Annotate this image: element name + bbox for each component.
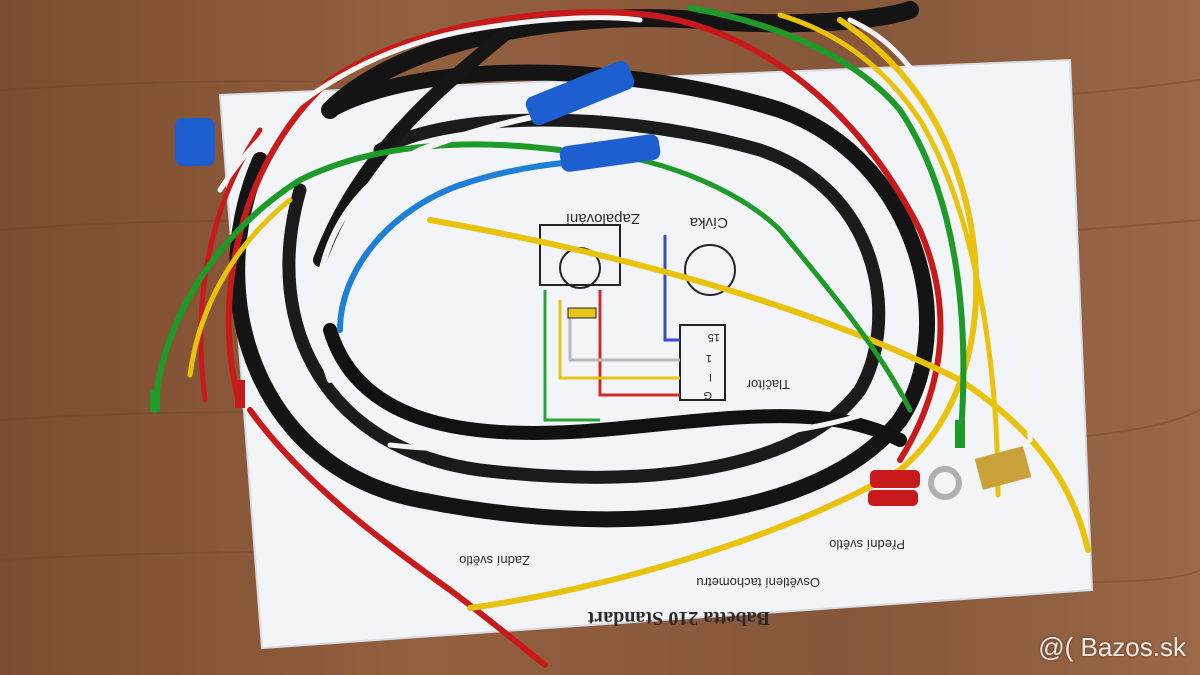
green-wire-right [687,5,967,448]
switch-terminals: 15 1 I G [703,331,720,401]
black-sleeve-inner [282,113,886,484]
terminal-g: G [703,389,712,401]
black-sleeve-lower [323,323,907,447]
connectors [150,60,1032,506]
paper-speedo-label: Osvětlení tachometru [696,575,820,590]
schematic [539,224,736,422]
red-wire-tail [247,407,548,668]
schematic-red-line [598,290,680,397]
coil-symbol [684,244,736,296]
ignition-symbol [539,224,621,286]
red-connector-2 [868,490,918,506]
blue-connector-mid [559,134,661,172]
paper-labels: Babetta 210 Standart Zapalování Cívka Tl… [459,210,905,629]
ring-terminal [928,466,962,500]
paper-switch-label: Tlačítor [746,377,790,392]
schematic-green-line [543,290,600,422]
terminal-1: 1 [706,352,712,364]
schematic-yellow-line [558,300,680,380]
schematic-gray-line [568,310,680,362]
paper-title: Babetta 210 Standart [587,607,770,629]
green-wire-left [152,141,563,413]
white-wire-right [847,17,1033,443]
red-connector-1 [870,470,920,488]
terminal-i: I [709,371,712,383]
blue-connector-left [175,118,215,166]
yellow-wire-right [777,12,1001,498]
white-wire-top [217,15,643,193]
paper-coil-label: Cívka [689,214,728,231]
paper-front-light-label: Přední světlo [829,537,905,552]
terminal-15: 15 [708,331,720,343]
yellow-wire-main [427,217,1091,553]
wire-end-green-left [150,390,160,412]
paper-rear-light-label: Zadní světlo [459,553,530,568]
wire-end-red [235,380,245,408]
paper-ignition-label: Zapalování [565,210,640,227]
blue-connector-top [525,60,635,126]
switch-block [679,324,726,401]
capacitor-symbol [567,307,597,319]
bazos-watermark: @( Bazos.sk [1038,632,1186,662]
black-sleeve-diag [313,23,517,267]
white-wire-bottom [387,397,903,453]
yellow-wire-bottom [467,17,980,611]
red-wire-long [225,9,944,463]
yellow-wire-left [187,197,293,378]
wire-harness [152,1,1091,668]
brass-terminal [974,446,1032,490]
wire-end-green-right [955,420,965,448]
